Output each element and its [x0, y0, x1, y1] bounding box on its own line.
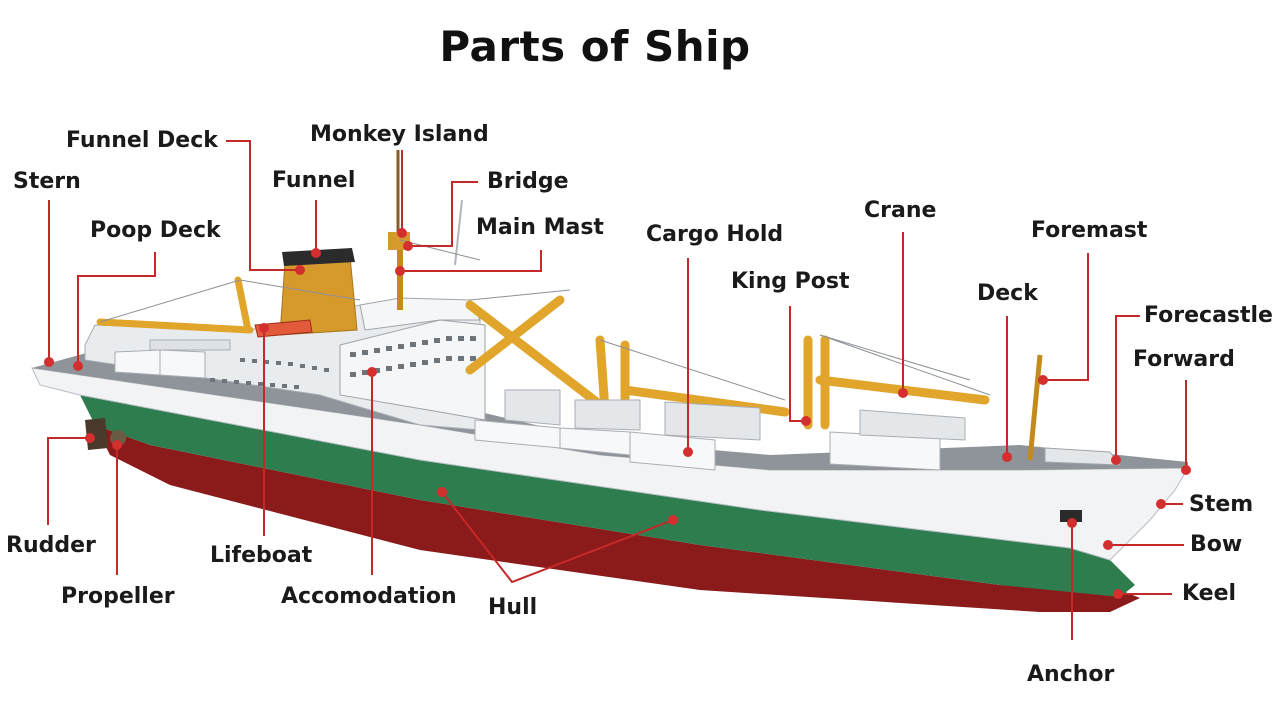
label-foremast: Foremast — [1031, 218, 1148, 243]
page-title: Parts of Ship — [439, 22, 751, 71]
label-funnel: Funnel — [272, 168, 356, 193]
leader-foremast — [1043, 253, 1089, 381]
leader-forecastle — [1115, 315, 1140, 460]
label-forecastle: Forecastle — [1144, 303, 1273, 328]
label-propeller: Propeller — [61, 584, 175, 609]
label-anchor: Anchor — [1027, 662, 1115, 687]
label-crane: Crane — [864, 198, 937, 223]
hull-bottom-red — [95, 425, 1140, 612]
lifeboat — [254, 319, 313, 338]
label-main-mast: Main Mast — [476, 215, 604, 240]
leader-king-post — [789, 306, 806, 422]
label-stem: Stem — [1189, 492, 1254, 517]
label-bridge: Bridge — [487, 169, 569, 194]
crane-rigging — [99, 239, 991, 401]
label-king-post: King Post — [731, 269, 850, 294]
label-poop-deck: Poop Deck — [90, 218, 221, 243]
leader-funnel-deck — [226, 140, 300, 271]
leader-lines — [44, 140, 1191, 640]
label-bow: Bow — [1190, 532, 1243, 557]
label-keel: Keel — [1182, 581, 1237, 606]
aft-cranes — [96, 276, 254, 334]
forward-cranes — [803, 335, 990, 430]
foremast — [1027, 354, 1043, 461]
label-stern: Stern — [13, 169, 81, 194]
label-monkey-island: Monkey Island — [310, 122, 489, 147]
label-deck: Deck — [977, 281, 1038, 306]
label-accomodation: Accomodation — [281, 584, 457, 609]
label-lifeboat: Lifeboat — [210, 543, 313, 568]
cargo-hatches — [474, 389, 966, 471]
leader-poop-deck — [77, 252, 156, 366]
label-cargo-hold: Cargo Hold — [646, 222, 784, 247]
leader-bridge — [408, 181, 478, 247]
label-hull: Hull — [488, 595, 538, 620]
leader-rudder — [47, 437, 90, 525]
leader-main-mast — [400, 250, 542, 272]
accommodation-windows — [210, 336, 476, 389]
anchor-pocket — [1060, 510, 1082, 522]
aft-deck-containers — [114, 339, 231, 379]
label-forward: Forward — [1133, 347, 1235, 372]
forecastle-structure — [1044, 447, 1122, 466]
leader-hull — [441, 491, 674, 584]
label-rudder: Rudder — [6, 533, 96, 558]
label-funnel-deck: Funnel Deck — [66, 128, 218, 153]
